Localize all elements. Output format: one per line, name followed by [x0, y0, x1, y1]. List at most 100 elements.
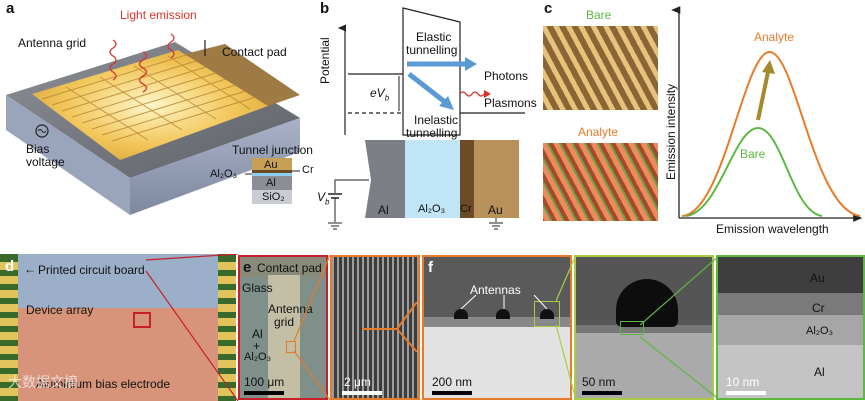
device-illustration	[6, 33, 300, 215]
zoom-lines-f-f2	[556, 255, 577, 400]
panel-a-letter: a	[6, 0, 15, 17]
photon-arrowhead	[484, 90, 491, 98]
substrate-front-left	[6, 95, 130, 215]
antenna-3	[540, 309, 554, 319]
vb-label: Vb	[317, 190, 330, 207]
antenna-1	[454, 309, 468, 319]
zoom-lines-f2-f3	[640, 255, 721, 400]
scale-f1-label: 200 nm	[432, 375, 473, 389]
al-e-label: Al	[252, 327, 263, 341]
panel-e-zoom-image: 2 μm	[330, 255, 420, 400]
antenna-grid-strip	[268, 275, 300, 398]
antenna-grid-label: Antenna grid	[18, 36, 87, 50]
scale-f2-label: 50 nm	[582, 375, 616, 389]
band-diagram	[328, 7, 525, 230]
inelastic-label-2: tunnelling	[406, 126, 458, 140]
plasmons-label: Plasmons	[484, 96, 537, 110]
bare-grid-image	[543, 26, 658, 110]
panel-d-letter: d	[5, 258, 15, 275]
panel-e-image: e Contact pad Glass Antenna grid Al + Al…	[238, 255, 328, 400]
tj-au-layer	[252, 158, 292, 170]
bias-label: Bias	[26, 142, 50, 156]
tj-cr-layer	[252, 170, 292, 173]
light-emission-label: Light emission	[120, 8, 197, 22]
layer-au-label: Au	[488, 203, 503, 217]
tj-al2o3-layer	[252, 173, 292, 176]
scale-bar-f2	[582, 391, 622, 395]
panel-c-letter: c	[544, 0, 553, 17]
oxide-layer	[424, 317, 570, 327]
tj-al2o3-label: Al₂O₃	[210, 168, 238, 180]
layer-al-label: Al	[378, 203, 389, 217]
layer-al2o3-shape	[405, 140, 460, 218]
inelastic-arrowhead	[439, 96, 454, 110]
bare-curve-label: Bare	[740, 147, 766, 161]
bias-electrode-label: Aluminium bias electrode	[36, 377, 171, 391]
voltage-label: voltage	[26, 155, 65, 169]
analyte-grid-image	[543, 143, 658, 221]
al-hr-label: Al	[814, 365, 825, 379]
analyte-curve	[681, 50, 861, 217]
contact-pad-region	[240, 257, 326, 277]
scale-e2-label: 2 μm	[344, 375, 371, 389]
evb-label: eVb	[370, 86, 390, 103]
layer-cr-shape	[460, 140, 474, 218]
tj-sio2-label: SiO₂	[262, 191, 285, 203]
antenna-label-1: Antenna	[268, 302, 313, 316]
device-array-label: Device array	[26, 303, 94, 317]
layer-cr-label: Cr	[460, 203, 472, 215]
al2o3-hr-label: Al₂O₃	[806, 325, 834, 337]
ground-right-icon	[489, 222, 503, 230]
contact-pad-e-label: Contact pad	[257, 261, 322, 275]
tj-cr-label: Cr	[302, 164, 314, 176]
contact-pad-label: Contact pad	[222, 45, 287, 59]
glass-label: Glass	[242, 281, 273, 295]
scale-f3-label: 10 nm	[726, 375, 760, 389]
bare-curve	[685, 126, 823, 217]
scale-bar-e2	[342, 391, 382, 395]
panel-f-zoom-image: 50 nm	[574, 255, 714, 400]
scale-bar-f3	[726, 391, 766, 395]
pcb-pads-right	[218, 262, 236, 401]
pcb-arrow-icon: ←	[24, 262, 36, 276]
shift-arrow	[756, 71, 770, 121]
antenna-grid-lines	[41, 54, 257, 142]
pcb-pads-left	[0, 262, 18, 401]
layer-al-shape	[365, 140, 405, 218]
bare-grid-stripes	[543, 26, 658, 110]
panel-f-letter: f	[428, 259, 433, 276]
antenna-zoom-box	[286, 341, 296, 353]
analyte-image-label: Analyte	[578, 125, 619, 139]
inelastic-label-1: Inelastic	[414, 113, 459, 127]
tj-au-label: Au	[264, 159, 278, 171]
watermark: 大数据文摘	[8, 374, 78, 390]
panel-f-image: f Antennas 200 nm	[422, 255, 572, 400]
substrate-front-right	[130, 118, 300, 215]
analyte-curve-label: Analyte	[754, 30, 795, 44]
layer-au-shape	[474, 140, 519, 218]
x-axis-label: Emission wavelength	[716, 222, 829, 236]
pcb-label: Printed circuit board	[38, 263, 145, 277]
tj-al-layer	[252, 176, 292, 190]
al2o3-e-label: Al₂O₃	[244, 351, 272, 363]
photon-wave	[459, 91, 485, 97]
panel-e-letter: e	[243, 259, 252, 276]
antenna-zoom-box-f	[534, 301, 560, 327]
bare-image-label: Bare	[586, 8, 612, 22]
au-hr-label: Au	[810, 271, 825, 285]
elastic-label-1: Elastic	[416, 30, 452, 44]
zoom-lines-e-e2	[293, 255, 331, 400]
scale-bar-f1	[432, 391, 472, 395]
tj-al-label: Al	[266, 177, 276, 189]
antennas-label: Antennas	[470, 283, 521, 297]
interface-zoom-box	[620, 321, 644, 335]
scale-e-label: 100 μm	[244, 375, 285, 389]
layer-al2o3-label: Al₂O₃	[418, 203, 446, 215]
antenna-pointer-lines	[362, 302, 417, 352]
elastic-arrowhead	[465, 57, 477, 71]
antenna-2	[496, 309, 510, 319]
cr-hr-label: Cr	[812, 301, 825, 315]
shift-arrowhead	[762, 60, 775, 74]
elastic-label-2: tunnelling	[406, 43, 458, 57]
panel-f-hr-image: Au Cr Al₂O₃ Al 10 nm	[716, 255, 865, 400]
